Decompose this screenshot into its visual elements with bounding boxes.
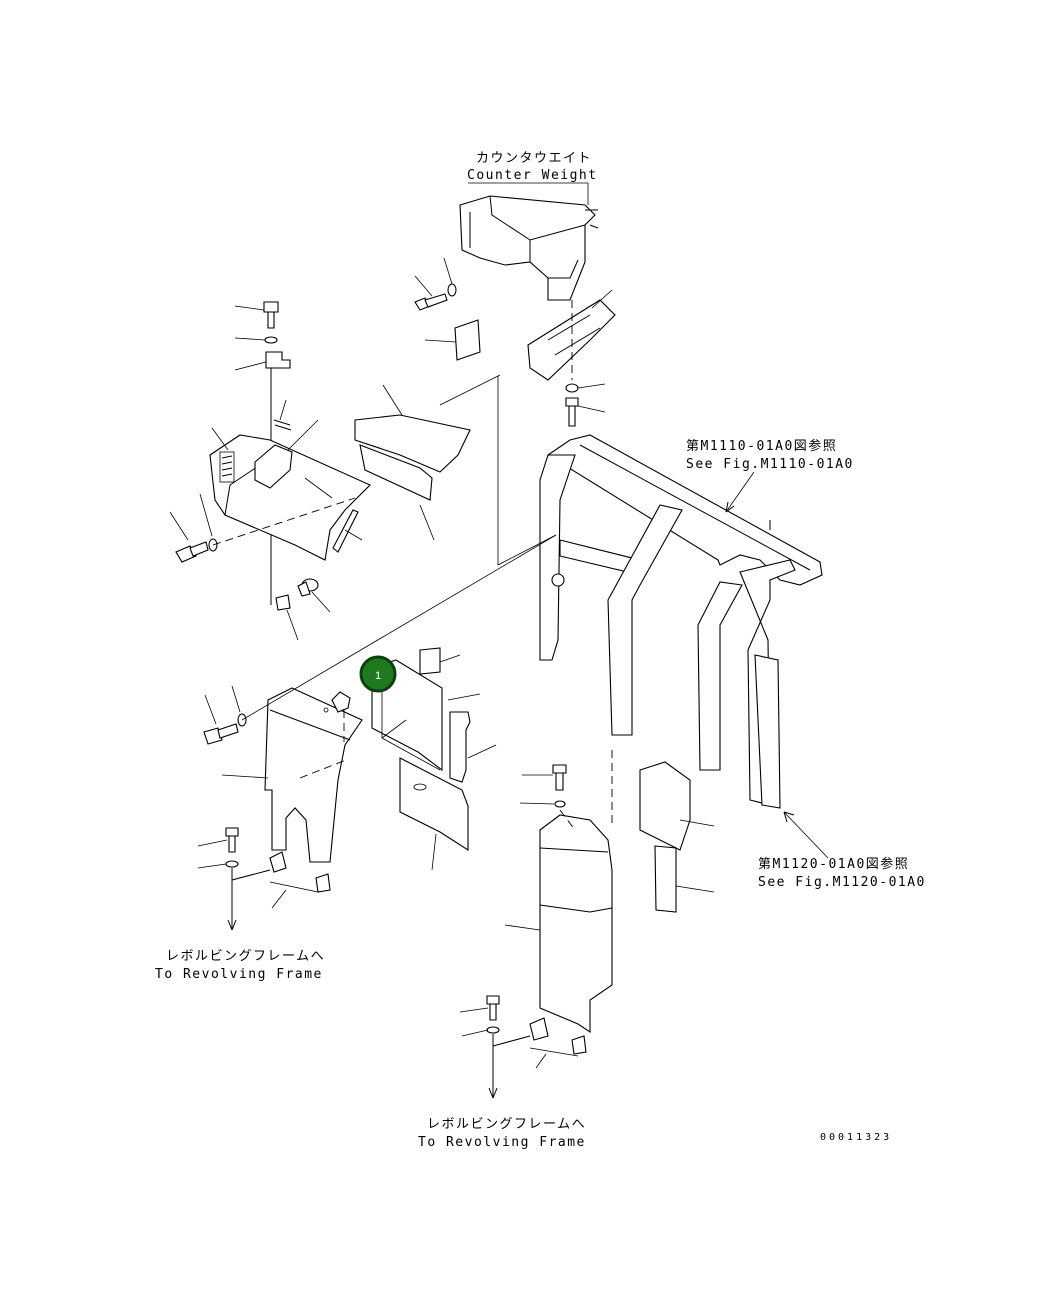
shim-plate-part <box>454 319 481 361</box>
seal-strip-part <box>332 509 359 553</box>
washer-part <box>264 336 278 344</box>
ref-fig-m1110-en: See Fig.M1110-01A0 <box>686 457 854 472</box>
callout-1[interactable]: 1 <box>359 655 397 693</box>
bolt-part <box>203 723 239 745</box>
to-revolving-frame-bottom-en: To Revolving Frame <box>418 1135 586 1150</box>
bolt-part <box>414 293 448 311</box>
arrow-down-bottom <box>488 1087 498 1099</box>
to-revolving-frame-left-jp: レボルビングフレームへ <box>166 949 325 964</box>
bracket-part <box>527 299 616 381</box>
ref-fig-m1110-jp: 第M1110-01A0図参照 <box>686 438 837 454</box>
washer-part <box>447 283 457 297</box>
nut-part <box>331 691 351 713</box>
counterweight-label-en: Counter Weight <box>467 168 598 183</box>
ref-fig-m1120-jp: 第M1120-01A0図参照 <box>758 856 909 872</box>
lower-pad-part <box>399 757 469 852</box>
center-lower-cover-part <box>539 814 613 1034</box>
counterweight-part <box>459 195 599 301</box>
side-cover-part <box>639 761 691 851</box>
washer-part <box>565 383 579 393</box>
clip-part <box>529 1017 587 1055</box>
clip-part <box>269 851 331 893</box>
clip-part <box>275 594 291 611</box>
callout-1-number: 1 <box>375 670 381 682</box>
to-revolving-frame-left-en: To Revolving Frame <box>155 967 323 982</box>
drawing-number: 00011323 <box>820 1132 892 1143</box>
bolt-part <box>565 397 579 427</box>
bolt-part <box>263 301 279 329</box>
to-revolving-frame-bottom-jp: レボルビングフレームへ <box>427 1117 586 1132</box>
small-pad-part <box>419 647 441 675</box>
bolt-part <box>225 827 239 853</box>
upper-left-cover-part <box>209 434 371 561</box>
arrow-down-left <box>227 919 237 931</box>
washer-part <box>486 1026 500 1034</box>
clip-part <box>265 351 291 369</box>
bolt-part <box>486 995 500 1021</box>
counterweight-label-jp: カウンタウエイト <box>476 151 592 166</box>
pin-part <box>273 419 292 431</box>
ref-fig-m1120-en: See Fig.M1120-01A0 <box>758 875 926 890</box>
side-pad-part <box>449 711 471 783</box>
bolt-part <box>175 541 209 563</box>
bolt-part <box>552 764 567 791</box>
washer-part <box>554 800 566 808</box>
reference-arrow-lower <box>783 811 829 859</box>
nut-part <box>297 578 319 597</box>
reference-arrow-upper <box>725 471 755 513</box>
washer-part <box>225 860 239 868</box>
insulation-pad-part <box>354 414 471 501</box>
filler-pad-part <box>654 845 677 913</box>
lower-left-cover-part <box>264 687 363 863</box>
support-frame-part <box>539 434 823 809</box>
